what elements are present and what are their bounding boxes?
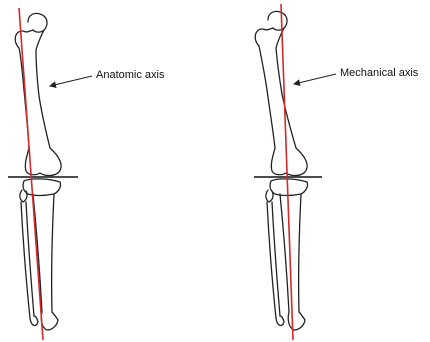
mechanical-axis-pointer-arrow [294,74,336,84]
anatomic-axis-label: Anatomic axis [96,69,165,81]
right-tibia-fibula [266,179,308,330]
left-leg-illustration [8,8,78,340]
mechanical-axis-line [281,4,293,340]
anatomic-axis-pointer-arrow [50,76,92,86]
left-femur [15,13,61,175]
right-femur [255,11,307,175]
mechanical-axis-label: Mechanical axis [340,67,419,79]
right-leg-illustration [254,4,322,340]
